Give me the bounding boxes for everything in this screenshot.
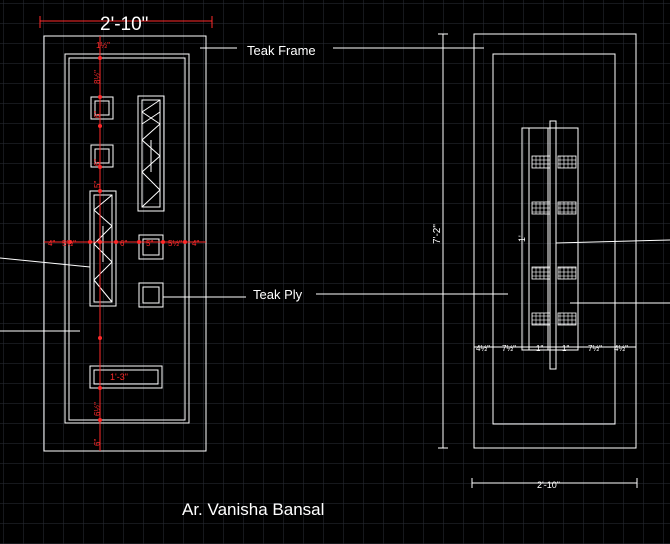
teak-ply-leader [163,293,508,298]
right-dimension-small-text: 4½" 7½" 1" 1" 7½" 4½" [476,344,628,353]
svg-text:5": 5" [146,239,153,248]
teak-ply-label: Teak Ply [253,287,303,302]
svg-text:6": 6" [93,159,102,166]
right-door-elevation [473,33,637,449]
teak-frame-label: Teak Frame [247,43,316,58]
left-overall-width-label: 2'-10" [100,14,148,35]
left-shutter-inner [68,57,186,421]
left-door-elevation [43,35,207,452]
door-handle-bar [549,120,557,370]
right-shutter [492,53,616,425]
left-panel-width-label: 1'-3" [110,372,128,382]
left-edge-leaders [0,257,91,332]
mesh-grilles [531,155,577,326]
svg-text:4": 4" [48,239,55,248]
svg-text:6": 6" [93,439,102,446]
svg-text:1": 1" [536,344,543,353]
right-dimensions [438,33,670,488]
svg-text:6½": 6½" [93,402,102,416]
author-credit: Ar. Vanisha Bansal [182,500,324,519]
right-overall-width-label: 2'-10" [537,480,560,490]
svg-text:7½": 7½" [502,344,516,353]
left-shutter-outer [64,53,190,424]
lattice-panel-upper [137,95,165,212]
svg-text:4½": 4½" [476,344,490,353]
svg-text:4": 4" [192,239,199,248]
svg-text:8½": 8½" [93,70,102,84]
left-dimension-small-text: 1½" 8½" 6" 6" 5" 6½" 6" 4" 5½" 6" 5" 5½"… [48,41,199,446]
svg-text:5": 5" [93,181,102,188]
left-teak-frame-outer [43,35,207,452]
svg-text:6": 6" [120,239,127,248]
lattice-panel-lower [89,190,117,307]
left-dimension-ticks [68,56,187,422]
small-panel-3 [138,234,164,260]
svg-text:4½": 4½" [614,344,628,353]
svg-text:1½": 1½" [96,41,110,50]
right-inner-height-label: 1' [517,235,527,242]
svg-text:5½": 5½" [62,239,76,248]
svg-text:6": 6" [93,111,102,118]
right-overall-height-label: 7'-2" [432,224,443,244]
svg-text:7½": 7½" [588,344,602,353]
svg-text:5½": 5½" [168,239,182,248]
bottom-horizontal-panel [89,365,163,389]
svg-text:1": 1" [562,344,569,353]
small-panel-4 [138,282,164,308]
